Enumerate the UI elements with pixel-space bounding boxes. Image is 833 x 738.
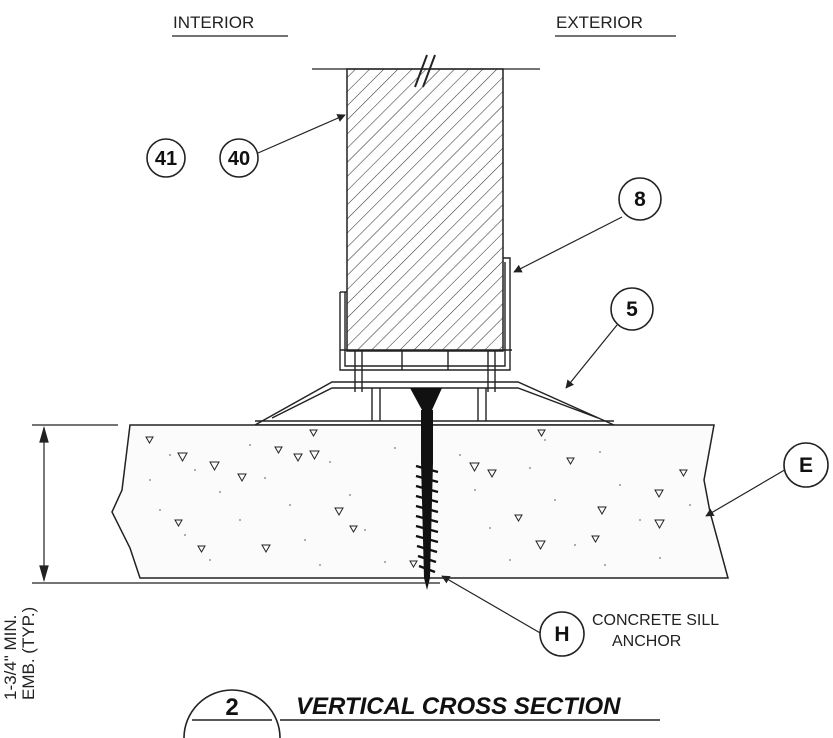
embedment-dimension: [32, 424, 440, 584]
sill-anchor-screw: [410, 388, 442, 590]
callout-5: 5: [610, 287, 654, 331]
interior-label: INTERIOR: [173, 13, 254, 32]
exterior-label: EXTERIOR: [556, 13, 643, 32]
detail-title-block: 2 VERTICAL CROSS SECTION: [183, 689, 660, 738]
callout-41-text: 41: [155, 148, 177, 170]
callout-40-text: 40: [228, 148, 250, 170]
callout-8-text: 8: [634, 188, 646, 211]
concrete-substrate: [111, 424, 729, 579]
anchor-note-line-1: CONCRETE SILL: [592, 612, 719, 629]
callout-8: 8: [618, 177, 662, 221]
detail-number: 2: [225, 694, 238, 721]
callout-41: 41: [146, 138, 186, 178]
callout-H: H: [539, 611, 585, 657]
callout-E: E: [783, 442, 829, 488]
callout-40: 40: [219, 138, 259, 178]
callout-5-text: 5: [626, 298, 638, 321]
anchor-note-line-2: ANCHOR: [612, 633, 681, 650]
frame-channel: [339, 257, 512, 392]
glass-panel: [346, 68, 504, 352]
dimension-line-1: 1-3/4" MIN.: [1, 615, 20, 700]
leader-lines: [257, 114, 789, 635]
embedment-dimension-text: 1-3/4" MIN. EMB. (TYP.): [1, 607, 38, 700]
dimension-line-2: EMB. (TYP.): [19, 607, 38, 700]
detail-title: VERTICAL CROSS SECTION: [296, 693, 621, 720]
callout-E-text: E: [799, 454, 813, 477]
callout-H-text: H: [554, 623, 569, 646]
